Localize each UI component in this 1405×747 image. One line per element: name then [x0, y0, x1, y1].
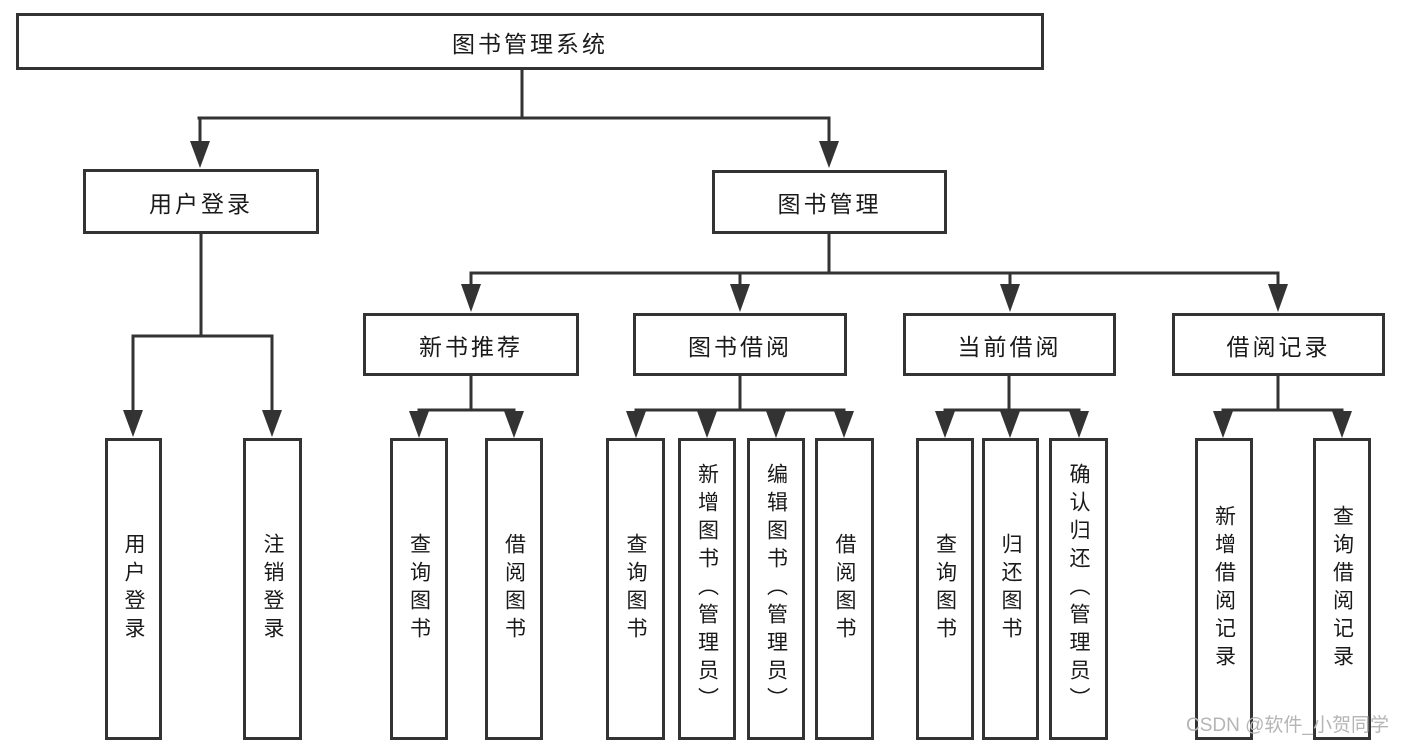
leaf-query-books-current-box: 查询图书: [916, 438, 974, 740]
connector-book-borrow-split: [634, 374, 846, 414]
leaf-logout-box: 注销登录: [243, 438, 302, 740]
leaf-user-login-box: 用户登录: [105, 438, 162, 740]
arrowhead-borrow-books: [834, 411, 854, 438]
leaf-query-books-borrow-label: 查询图书: [624, 533, 647, 645]
group-current-borrow-label: 当前借阅: [957, 333, 1062, 360]
group-book-borrow-box: 图书借阅: [633, 313, 847, 376]
leaf-query-books-borrow-box: 查询图书: [606, 438, 665, 740]
leaf-query-books-recommend-label: 查询图书: [407, 533, 431, 645]
leaf-logout-label: 注销登录: [261, 533, 284, 645]
arrowhead-current-borrow: [1000, 284, 1020, 312]
arrowhead-add-borrow-record: [1213, 411, 1233, 438]
leaf-query-books-current-label: 查询图书: [933, 533, 957, 645]
leaf-add-borrow-record-label: 新增借阅记录: [1212, 505, 1236, 673]
branch-user-login-label: 用户登录: [149, 190, 253, 217]
leaf-user-login-label: 用户登录: [122, 533, 145, 645]
csdn-watermark: CSDN @软件_小贺同学: [1186, 715, 1389, 736]
connector-current-borrow-split: [943, 374, 1081, 414]
leaf-add-books-admin-box: 新增图书（管理员）: [678, 438, 736, 740]
arrowhead-confirm-return-admin: [1069, 411, 1089, 438]
arrowhead-query-books-recommend: [409, 411, 429, 438]
connector-root-to-level2: [197, 68, 831, 144]
leaf-add-books-admin-label: 新增图书（管理员）: [695, 463, 719, 715]
leaf-query-borrow-record-box: 查询借阅记录: [1313, 438, 1371, 740]
leaf-return-books-label: 归还图书: [999, 533, 1022, 645]
arrowhead-return-books: [1000, 411, 1020, 438]
leaf-edit-books-admin-box: 编辑图书（管理员）: [747, 438, 805, 740]
connector-new-book-recommend-split: [417, 374, 516, 414]
branch-user-login-box: 用户登录: [83, 169, 319, 234]
leaf-borrow-books-box: 借阅图书: [815, 438, 874, 740]
leaf-borrow-books-label: 借阅图书: [833, 533, 856, 645]
arrowhead-borrow-books-recommend: [504, 411, 524, 438]
arrowhead-book-borrow: [730, 284, 750, 312]
leaf-query-borrow-record-label: 查询借阅记录: [1330, 505, 1354, 673]
group-new-book-recommend-box: 新书推荐: [363, 313, 579, 376]
root-box-library-management-system: 图书管理系统: [16, 13, 1044, 70]
group-book-borrow-label: 图书借阅: [688, 333, 792, 360]
leaf-borrow-books-recommend-box: 借阅图书: [485, 438, 543, 740]
branch-book-management-label: 图书管理: [777, 191, 882, 217]
group-current-borrow-box: 当前借阅: [903, 313, 1116, 376]
connector-book-management-split: [469, 232, 1280, 287]
arrowhead-borrow-records: [1268, 284, 1288, 312]
arrowhead-logout-leaf: [262, 410, 282, 437]
leaf-add-borrow-record-box: 新增借阅记录: [1195, 438, 1253, 740]
arrowhead-edit-books-admin: [766, 411, 786, 438]
arrowhead-book-management-branch: [819, 141, 839, 168]
arrowhead-user-login-leaf: [123, 410, 143, 437]
group-borrow-records-box: 借阅记录: [1172, 313, 1385, 376]
group-borrow-records-label: 借阅记录: [1226, 333, 1331, 360]
arrowhead-query-books-borrow: [626, 411, 646, 438]
leaf-borrow-books-recommend-label: 借阅图书: [502, 533, 526, 645]
arrowhead-query-books-current: [935, 411, 955, 438]
leaf-edit-books-admin-label: 编辑图书（管理员）: [764, 463, 788, 715]
arrowhead-add-books-admin: [697, 411, 717, 438]
arrowhead-new-book-recommend: [461, 284, 481, 312]
leaf-query-books-recommend-box: 查询图书: [390, 438, 448, 740]
arrowhead-user-login-branch: [190, 141, 210, 168]
branch-book-management-box: 图书管理: [712, 170, 947, 234]
leaf-confirm-return-admin-label: 确认归还（管理员）: [1067, 463, 1090, 715]
arrowhead-query-borrow-record: [1332, 411, 1352, 438]
leaf-return-books-box: 归还图书: [982, 438, 1039, 740]
connector-borrow-records-split: [1221, 374, 1344, 414]
group-new-book-recommend-label: 新书推荐: [419, 333, 523, 360]
root-label: 图书管理系统: [452, 30, 608, 57]
connector-user-login-split: [131, 232, 274, 413]
leaf-confirm-return-admin-box: 确认归还（管理员）: [1049, 438, 1108, 740]
